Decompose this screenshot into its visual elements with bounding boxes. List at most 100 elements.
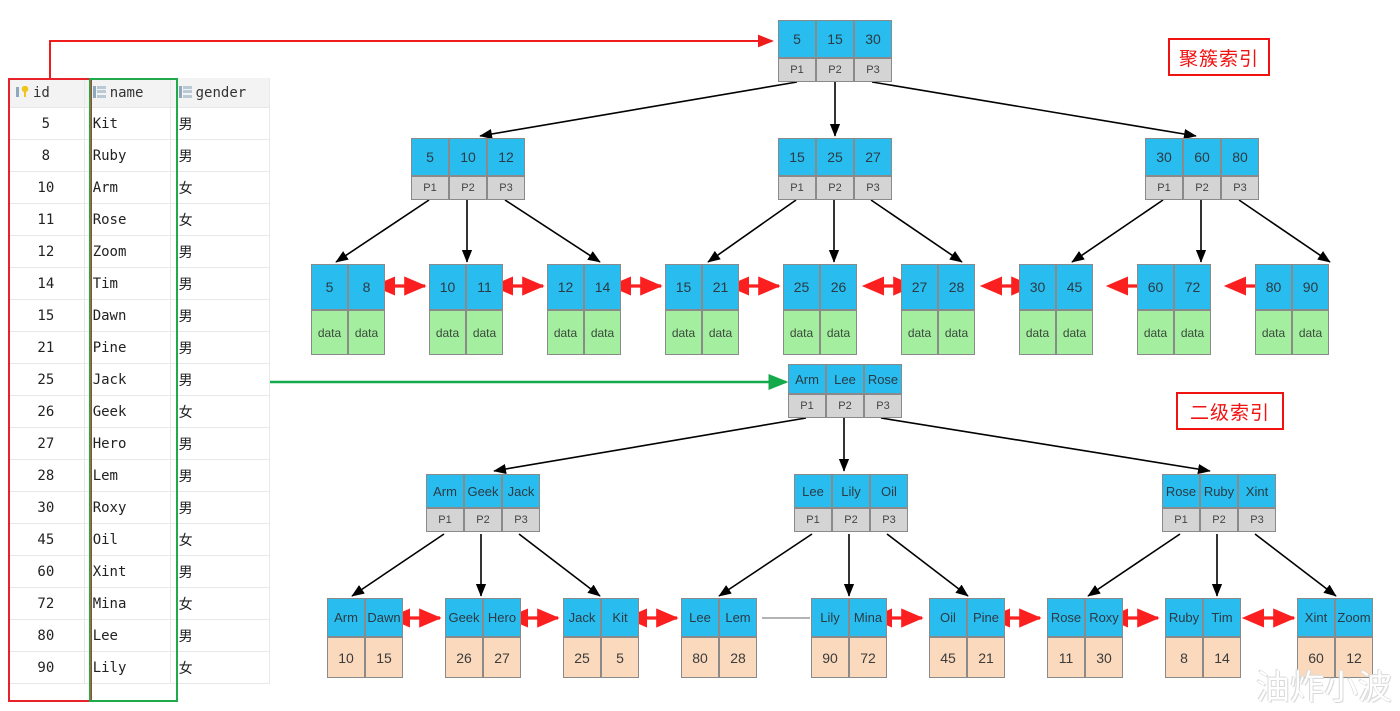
cell-id: 26 — [8, 395, 85, 428]
cell-name: Tim — [84, 267, 171, 300]
node-value-cell: 90 — [811, 637, 849, 678]
node-value-cell: data — [820, 310, 857, 355]
node-key-cell: Jack — [563, 598, 601, 637]
cell-gender: 男 — [170, 427, 271, 460]
node-key-cell: Mina — [849, 598, 887, 637]
node-value-cell: 72 — [849, 637, 887, 678]
node-pointer-cell: P1 — [778, 58, 816, 82]
node-pointer-cell: P2 — [816, 176, 854, 200]
cell-id: 10 — [8, 171, 85, 204]
node-key-cell: 15 — [816, 20, 854, 58]
node-key-cell: 12 — [547, 264, 584, 310]
cell-name: Kit — [84, 107, 171, 140]
cell-name: Lily — [84, 651, 171, 684]
cell-id: 14 — [8, 267, 85, 300]
node-pointer-cell: P2 — [826, 394, 864, 418]
node-value-cell: 10 — [327, 637, 365, 678]
node-pointer-cell: P1 — [778, 176, 816, 200]
node-key-cell: 45 — [1056, 264, 1093, 310]
node-key-cell: Arm — [426, 474, 464, 508]
cell-id: 30 — [8, 491, 85, 524]
node-value-cell: data — [311, 310, 348, 355]
node-value-cell: 5 — [601, 637, 639, 678]
node-key-cell: Oil — [929, 598, 967, 637]
node-pointer-cell: P3 — [854, 58, 892, 82]
column-header-name[interactable]: name — [84, 78, 171, 108]
node-pointer-cell: P2 — [1200, 508, 1238, 532]
node-key-cell: 15 — [665, 264, 702, 310]
node-key-cell: 28 — [938, 264, 975, 310]
node-value-cell: data — [1056, 310, 1093, 355]
node-pointer-cell: P3 — [502, 508, 540, 532]
node-value-cell: data — [938, 310, 975, 355]
column-header-gender[interactable]: gender — [170, 78, 271, 108]
cell-id: 27 — [8, 427, 85, 460]
cell-gender: 女 — [170, 203, 271, 236]
node-value-cell: data — [1174, 310, 1211, 355]
column-header-id[interactable]: id — [8, 78, 85, 108]
node-pointer-cell: P1 — [1162, 508, 1200, 532]
node-key-cell: Roxy — [1085, 598, 1123, 637]
node-key-cell: 5 — [311, 264, 348, 310]
cell-gender: 男 — [170, 459, 271, 492]
node-value-cell: 28 — [719, 637, 757, 678]
cell-gender: 男 — [170, 619, 271, 652]
node-key-cell: 8 — [348, 264, 385, 310]
node-pointer-cell: P3 — [487, 176, 525, 200]
column-icon — [92, 85, 106, 98]
node-value-cell: 15 — [365, 637, 403, 678]
node-key-cell: Rose — [1047, 598, 1085, 637]
node-key-cell: Lee — [826, 364, 864, 394]
node-key-cell: 25 — [816, 138, 854, 176]
node-value-cell: 26 — [445, 637, 483, 678]
secondary-root-edges — [493, 417, 1211, 475]
node-key-cell: Rose — [1162, 474, 1200, 508]
node-key-cell: 27 — [854, 138, 892, 176]
cell-name: Hero — [84, 427, 171, 460]
node-pointer-cell: P2 — [1183, 176, 1221, 200]
cell-gender: 女 — [170, 395, 271, 428]
node-pointer-cell: P3 — [864, 394, 902, 418]
cell-name: Mina — [84, 587, 171, 620]
node-value-cell: 27 — [483, 637, 521, 678]
column-header-name-label: name — [109, 84, 144, 101]
clustered-root-edges — [479, 81, 1197, 140]
node-key-cell: 10 — [449, 138, 487, 176]
node-pointer-cell: P1 — [426, 508, 464, 532]
node-key-cell: Arm — [788, 364, 826, 394]
node-key-cell: 10 — [429, 264, 466, 310]
cell-gender: 男 — [170, 139, 271, 172]
node-key-cell: Zoom — [1335, 598, 1373, 637]
